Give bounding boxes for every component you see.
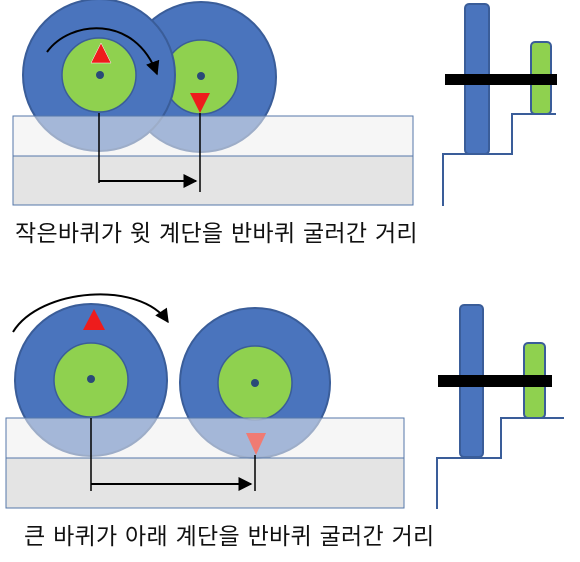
step-upper-top: [12, 115, 414, 157]
caption-small-wheel: 작은바퀴가 윗 계단을 반바퀴 굴러간 거리: [15, 221, 418, 247]
side-view-top: [442, 3, 557, 206]
step-lower-top: [12, 155, 414, 206]
bottom-panel: [5, 293, 564, 509]
step-upper-bottom: [5, 417, 405, 459]
curved-arrow-icon: [46, 27, 160, 76]
curved-arrow-icon-bottom: [12, 293, 169, 333]
marker-top-start: [90, 42, 112, 64]
marker-top-end: [190, 93, 210, 113]
marker-bottom-end: [246, 433, 266, 455]
caption-large-wheel: 큰 바퀴가 아래 계단을 반바퀴 굴러간 거리: [24, 524, 435, 550]
side-view-bottom: [436, 304, 564, 509]
top-panel: [12, 0, 557, 206]
marker-bottom-start: [83, 309, 105, 330]
